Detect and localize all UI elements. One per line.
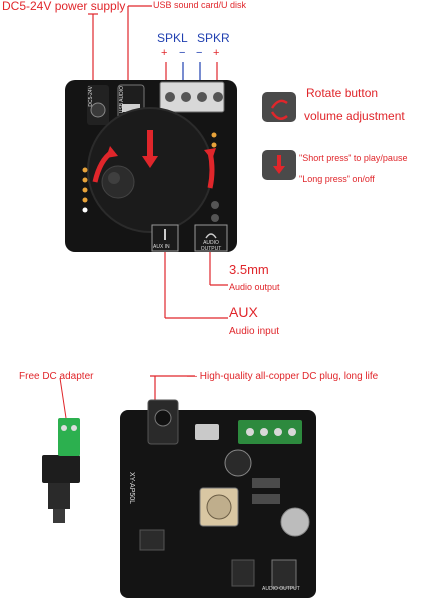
power-supply-label: DC5-24V power supply [2, 0, 126, 13]
aux-title-label: AUX [229, 304, 258, 320]
jack-desc-label: Audio output [229, 282, 280, 292]
spkr-plus: + [213, 47, 220, 59]
dc-jack-icon [90, 102, 106, 118]
dc-adapter [42, 418, 80, 523]
usb-label: USB sound card/U disk [153, 0, 247, 10]
model-silk: XY-AP50L [128, 472, 135, 505]
speaker-terminal-block [159, 81, 225, 113]
audio-output-port [194, 224, 228, 252]
rotate-left-arrow-icon [106, 146, 118, 158]
headphone-icon [205, 233, 217, 239]
short-press-text: "Short press" to play/pause [299, 153, 408, 163]
status-dots [211, 201, 219, 222]
silk-usb: USB AUDIO [119, 86, 125, 114]
aux-desc-label: Audio input [229, 326, 280, 337]
spkl-minus: − [179, 47, 186, 59]
plug-note-label: — High-quality all-copper DC plug, long … [187, 371, 379, 382]
rotate-button-icon [262, 92, 296, 122]
rotate-title: Rotate button [306, 86, 379, 100]
bottom-terminal-block [238, 420, 302, 444]
free-adapter-label: Free DC adapter [19, 371, 94, 382]
jack-size-label: 3.5mm [229, 262, 269, 277]
spkr-label: SPKR [197, 31, 230, 45]
bottom-audio-output-silk: AUDIO OUTPUT [262, 586, 300, 592]
led-indicators [82, 132, 217, 213]
spkr-minus: − [196, 47, 203, 59]
spkl-plus: + [161, 47, 168, 59]
usb-c-port-icon [195, 424, 219, 440]
long-press-text: "Long press" on/off [299, 174, 375, 184]
volume-knob[interactable] [87, 107, 213, 233]
silk-dc: DC5-24V [88, 86, 94, 107]
usb-port-icon [122, 104, 140, 112]
rotate-right-arrow-icon [204, 148, 216, 160]
silk-aux: AUX IN [153, 244, 170, 250]
silk-audio-output: AUDIO OUTPUT [200, 240, 222, 252]
rotate-desc: volume adjustment [304, 109, 405, 123]
spkl-label: SPKL [157, 31, 188, 45]
press-arrow-icon [142, 156, 158, 168]
